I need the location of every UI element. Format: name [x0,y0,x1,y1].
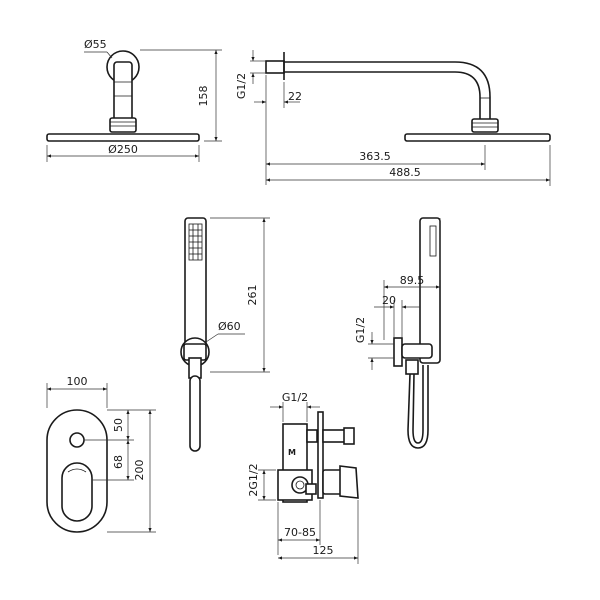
hand-shower-handle [184,217,207,359]
dim-overall-length: 488.5 [389,166,421,179]
lever-handle [61,462,93,522]
dim-side-holder-thread: G1/2 [354,317,367,343]
mixer-plate-view: 100 50 68 200 [46,375,156,533]
dim-arm-diameter: Ø55 [84,38,107,51]
thread-connector [265,60,285,74]
side-hose-nut [405,359,419,375]
dim-body-overall-depth: 125 [313,544,334,557]
dim-holder-diameter: Ø60 [218,320,241,333]
hose-connector [188,357,202,379]
mixer-body-view: M G1/2 2G1/2 70-85 125 [247,391,359,564]
body-marking: M [288,448,296,457]
dim-side-thread: G1/2 [235,73,248,99]
lever-side [339,465,359,499]
dim-body-side-thread: 2G1/2 [247,463,260,496]
shower-arm-front [113,61,133,121]
shower-head-side-view: G1/2 22 363.5 488.5 [235,50,551,186]
dim-side-width: 89.5 [400,274,425,287]
dim-head-height: 158 [197,86,210,107]
side-spray-face [429,225,437,257]
side-holder-arm [401,343,433,359]
top-connector [306,429,318,443]
swivel-joint [109,117,137,133]
dim-plate-width: 100 [67,375,88,388]
hand-shower-front-view: 261 Ø60 [180,217,270,452]
dim-side-offset: 20 [382,294,396,307]
diverter-knob [343,427,355,445]
side-swivel-joint [471,118,499,133]
shower-head-disc [46,133,200,142]
shower-arm-outer [284,61,491,120]
dim-plate-height: 200 [133,460,146,481]
mounting-plate [317,411,324,499]
side-wall-plate [393,337,403,367]
shower-head-front-view: Ø55 158 Ø250 [46,38,222,162]
dim-thread-length: 22 [288,90,302,103]
dim-arm-reach: 363.5 [359,150,391,163]
dim-body-depth-range: 70-85 [284,526,316,539]
side-hand-shower [419,217,441,364]
dim-upper-offset: 50 [112,418,125,432]
dim-body-top-thread: G1/2 [282,391,308,404]
dim-head-diameter: Ø250 [108,143,138,156]
spray-nozzles [189,224,202,260]
dim-hand-shower-height: 261 [246,285,259,306]
side-head-disc [404,133,551,142]
hose [189,375,201,452]
shower-arm-inner [284,71,481,120]
dim-lower-offset: 68 [112,455,125,469]
side-hose-loop [407,365,429,449]
hand-shower-side-view: 89.5 20 G1/2 [354,217,441,449]
